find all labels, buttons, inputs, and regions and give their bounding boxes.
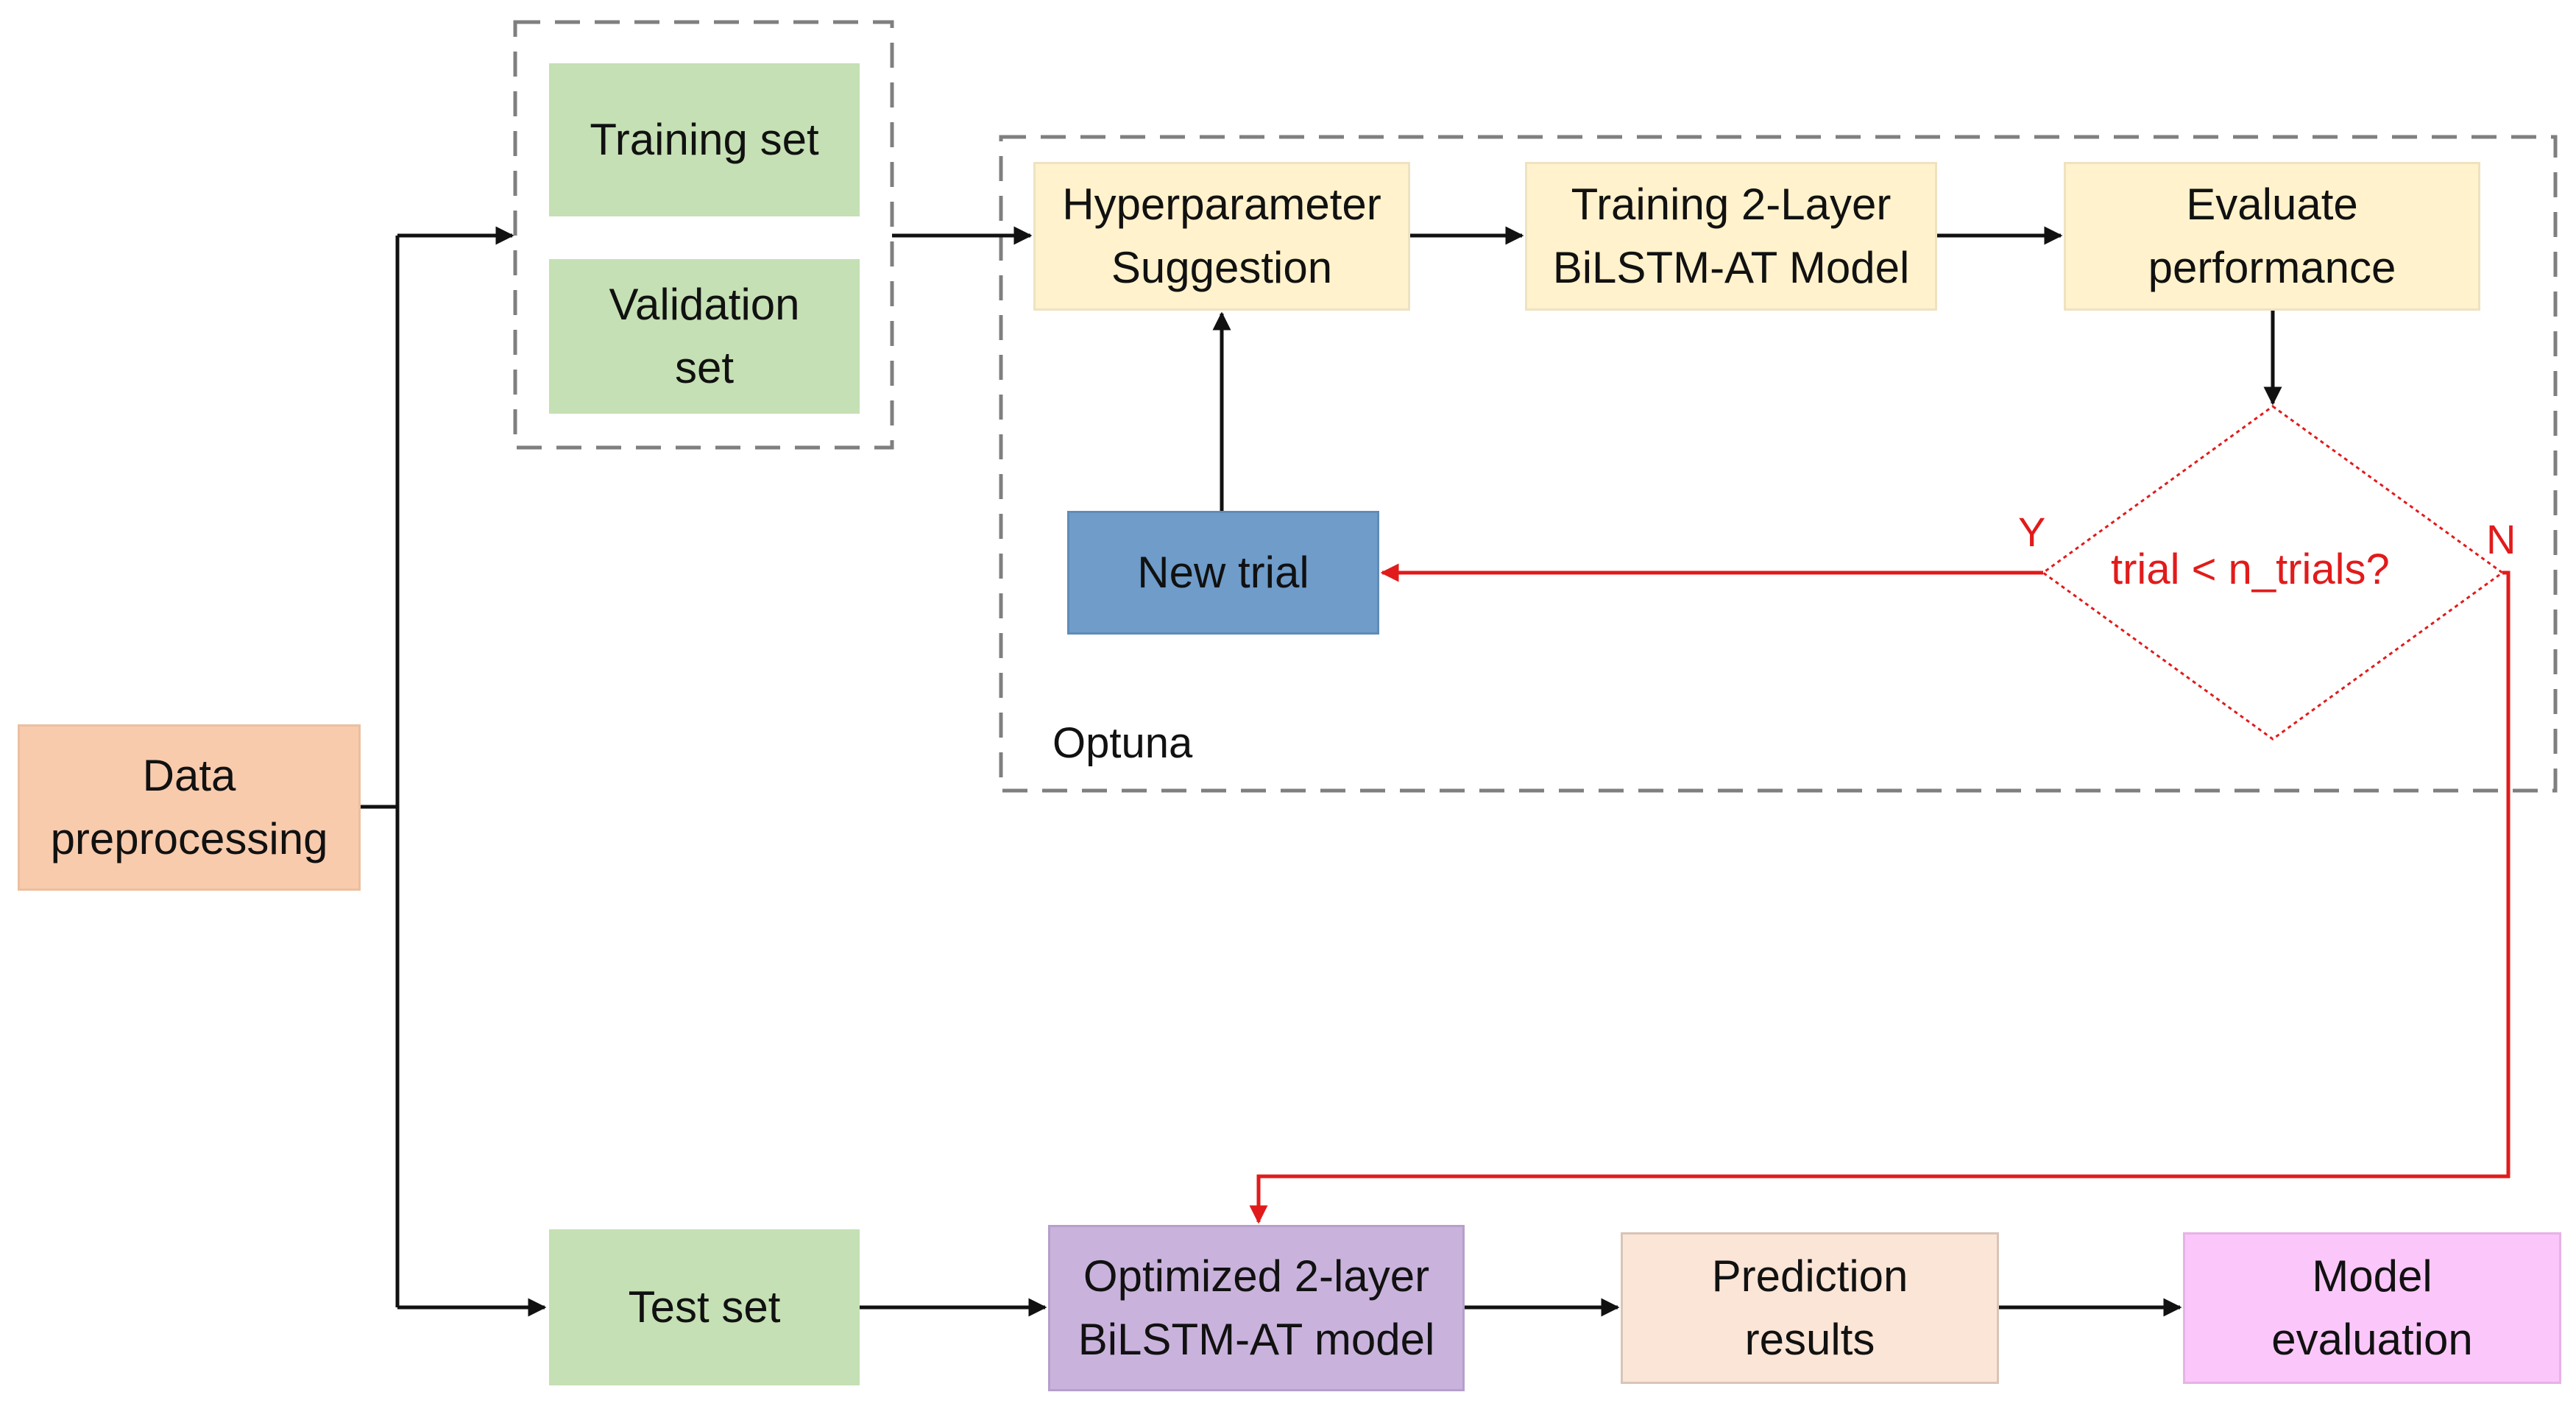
validation-set-box: Validation set: [549, 259, 860, 414]
data-split-group: [513, 20, 894, 450]
training-set-label: Training set: [590, 115, 819, 164]
optuna-region: [999, 135, 2558, 793]
validation-set-label: Validation set: [609, 280, 800, 392]
no-label: N: [2486, 516, 2516, 562]
optimized-model-label: Optimized 2-layer BiLSTM-AT model: [1078, 1251, 1435, 1364]
test-set-box: Test set: [549, 1229, 860, 1385]
prediction-results-box: Prediction results: [1621, 1232, 1999, 1384]
optuna-label: Optuna: [1052, 719, 1193, 767]
test-set-label: Test set: [628, 1282, 781, 1332]
training-set-box: Training set: [549, 63, 860, 216]
model-evaluation-box: Model evaluation: [2183, 1232, 2561, 1384]
optimized-model-box: Optimized 2-layer BiLSTM-AT model: [1048, 1225, 1465, 1391]
data-preprocessing-box: Data preprocessing: [18, 724, 361, 891]
model-evaluation-label: Model evaluation: [2271, 1251, 2473, 1364]
training-model-label: Training 2-Layer BiLSTM-AT Model: [1552, 180, 1910, 292]
training-model-box: Training 2-Layer BiLSTM-AT Model: [1525, 162, 1937, 311]
hyperparameter-suggestion-label: Hyperparameter Suggestion: [1062, 180, 1381, 292]
decision-diamond: [2041, 405, 2505, 741]
prediction-results-label: Prediction results: [1711, 1251, 1908, 1364]
evaluate-performance-box: Evaluate performance: [2064, 162, 2480, 311]
arrow-no-to-optimized: [1249, 570, 2510, 1224]
data-preprocessing-label: Data preprocessing: [50, 751, 328, 863]
hyperparameter-suggestion-box: Hyperparameter Suggestion: [1033, 162, 1410, 311]
yes-label: Y: [2018, 509, 2046, 555]
new-trial-label: New trial: [1137, 548, 1309, 597]
new-trial-box: New trial: [1067, 511, 1379, 635]
decision-label: trial < n_trials?: [2111, 545, 2390, 593]
evaluate-performance-label: Evaluate performance: [2148, 180, 2396, 292]
